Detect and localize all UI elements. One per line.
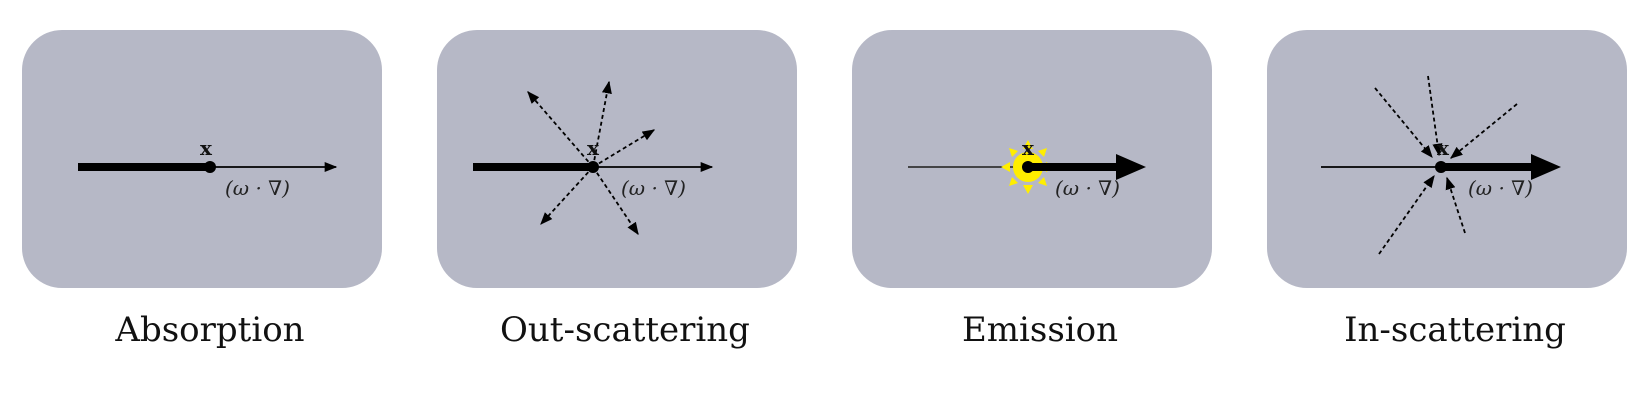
panel-out-scattering: x (ω · ∇) Out-scattering (435, 0, 835, 402)
point-x-label: x (200, 136, 213, 160)
panel-background (1267, 30, 1627, 288)
scatter-arrow-lower-left (540, 166, 594, 225)
panel-absorption: x (ω · ∇) Absorption (20, 0, 420, 402)
point-x-dot (1435, 161, 1447, 173)
operator-label: (ω · ∇) (621, 176, 686, 200)
point-x-label: x (1022, 136, 1035, 160)
caption-absorption: Absorption (115, 310, 305, 350)
caption-in-scattering: In-scattering (1344, 310, 1566, 350)
inscatter-arrow-lower-right (1445, 176, 1466, 234)
point-x-label: x (1437, 136, 1450, 160)
panel-background (437, 30, 797, 288)
caption-out-scattering: Out-scattering (500, 310, 750, 350)
outgoing-arrowhead (1116, 154, 1146, 180)
absorption-diagram: x (ω · ∇) (22, 30, 382, 288)
point-x-label: x (587, 136, 600, 160)
point-x-dot (204, 161, 216, 173)
operator-label: (ω · ∇) (1468, 176, 1533, 200)
operator-label: (ω · ∇) (225, 176, 290, 200)
inscatter-arrow-lower-left (1378, 174, 1435, 255)
caption-emission: Emission (961, 310, 1119, 350)
emission-diagram: x (ω · ∇) (852, 30, 1212, 288)
panel-in-scattering: x (ω · ∇) In-scattering (1265, 0, 1650, 402)
scatter-arrow-upper-right (592, 129, 656, 168)
inscatter-arrow-upper-right (1450, 103, 1518, 159)
in-scattering-diagram: x (ω · ∇) (1267, 30, 1627, 288)
inscatter-arrow-up (1427, 75, 1443, 157)
point-x-dot (1022, 161, 1034, 173)
out-scattering-diagram: x (ω · ∇) (437, 30, 797, 288)
panel-background (22, 30, 382, 288)
operator-label: (ω · ∇) (1055, 176, 1120, 200)
panel-emission: x (ω · ∇) Emission (850, 0, 1250, 402)
scatter-arrow-upper-left (527, 91, 594, 168)
inscatter-arrow-upper-left (1374, 87, 1433, 158)
point-x-dot (587, 161, 599, 173)
outgoing-arrowhead (1531, 154, 1561, 180)
scatter-arrow-up (592, 80, 612, 168)
